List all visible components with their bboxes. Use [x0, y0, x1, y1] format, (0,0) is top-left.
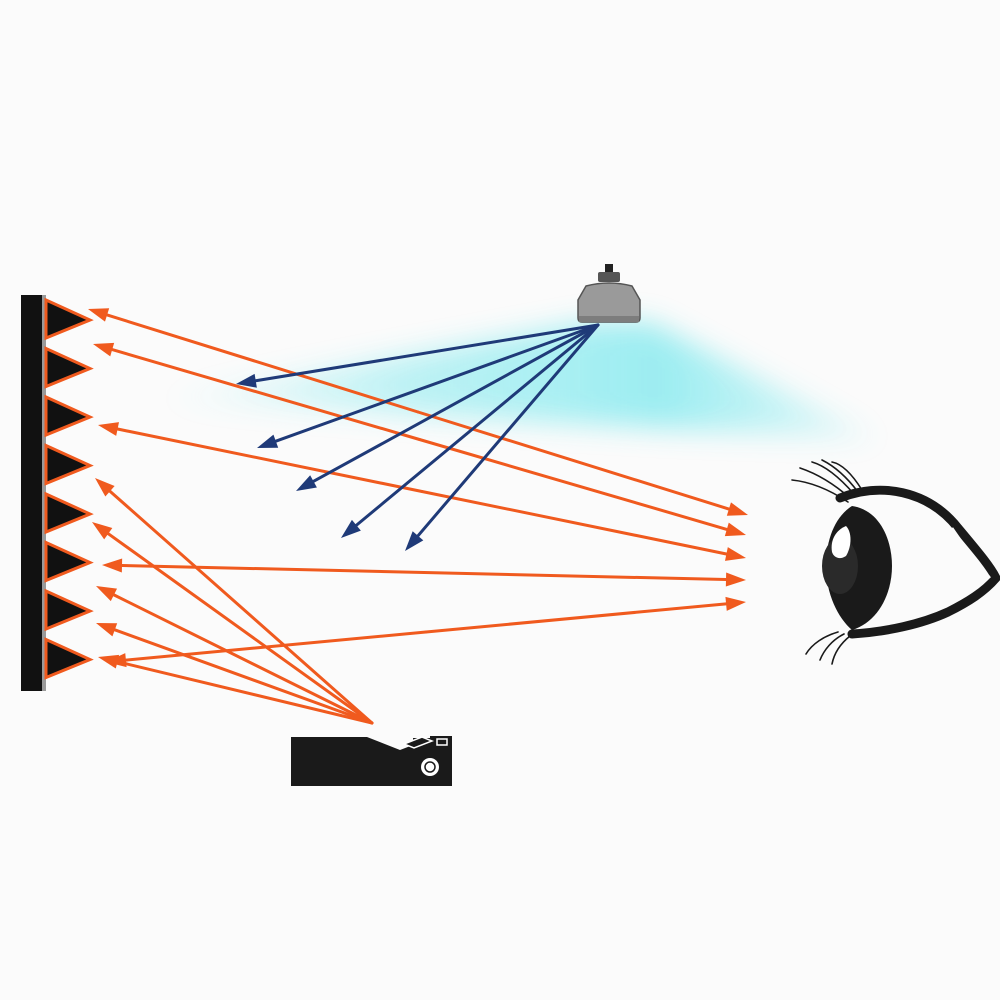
- ray-arrow-to-eye: [416, 410, 748, 516]
- ambient-light-rays: [236, 323, 600, 551]
- retroreflective-element: [44, 540, 94, 583]
- retroreflected-ray: [88, 308, 748, 516]
- ray-arrow-to-eye: [422, 571, 746, 587]
- retroreflected-ray: [102, 558, 746, 587]
- ambient-ray: [236, 323, 600, 388]
- ceiling-lamp-icon: [577, 264, 641, 323]
- retroreflective-element: [44, 637, 94, 680]
- retroreflected-ray: [98, 422, 746, 561]
- projector-ray: [92, 522, 374, 725]
- retroreflective-element: [44, 443, 94, 486]
- projector-ray: [96, 586, 374, 725]
- retroreflective-element: [44, 394, 94, 438]
- ray-arrow-to-screen: [98, 422, 424, 493]
- ray-arrow-to-screen: [93, 342, 421, 441]
- retroreflective-elements: [44, 297, 94, 680]
- retroreflective-element: [44, 346, 94, 389]
- retroreflected-rays-from-projector: [92, 478, 374, 725]
- projector-icon: [291, 736, 452, 786]
- retroreflected-ray: [106, 596, 746, 668]
- ray-arrow-to-screen: [106, 630, 428, 668]
- retroreflective-screen-icon: [21, 295, 94, 691]
- ray-arrow-to-screen: [88, 308, 420, 414]
- projector-ray: [98, 654, 374, 725]
- retroreflective-element: [44, 297, 94, 341]
- retroreflected-rays-to-eye: [88, 308, 748, 668]
- ambient-light-glow: [150, 322, 880, 440]
- ambient-ray: [341, 323, 600, 538]
- retroreflective-element: [44, 588, 94, 632]
- ambient-ray: [296, 323, 600, 491]
- ray-arrow-to-eye: [420, 490, 746, 561]
- ray-arrow-to-eye: [424, 596, 746, 634]
- eye-icon: [791, 459, 1000, 665]
- ambient-ray: [257, 323, 600, 448]
- projector-ray: [95, 478, 374, 725]
- retroreflective-element: [44, 491, 94, 535]
- ambient-ray: [405, 323, 600, 551]
- ray-arrow-to-eye: [418, 438, 746, 537]
- projector-ray: [96, 623, 374, 725]
- retroreflected-ray: [93, 342, 746, 537]
- ray-arrow-to-screen: [102, 558, 426, 574]
